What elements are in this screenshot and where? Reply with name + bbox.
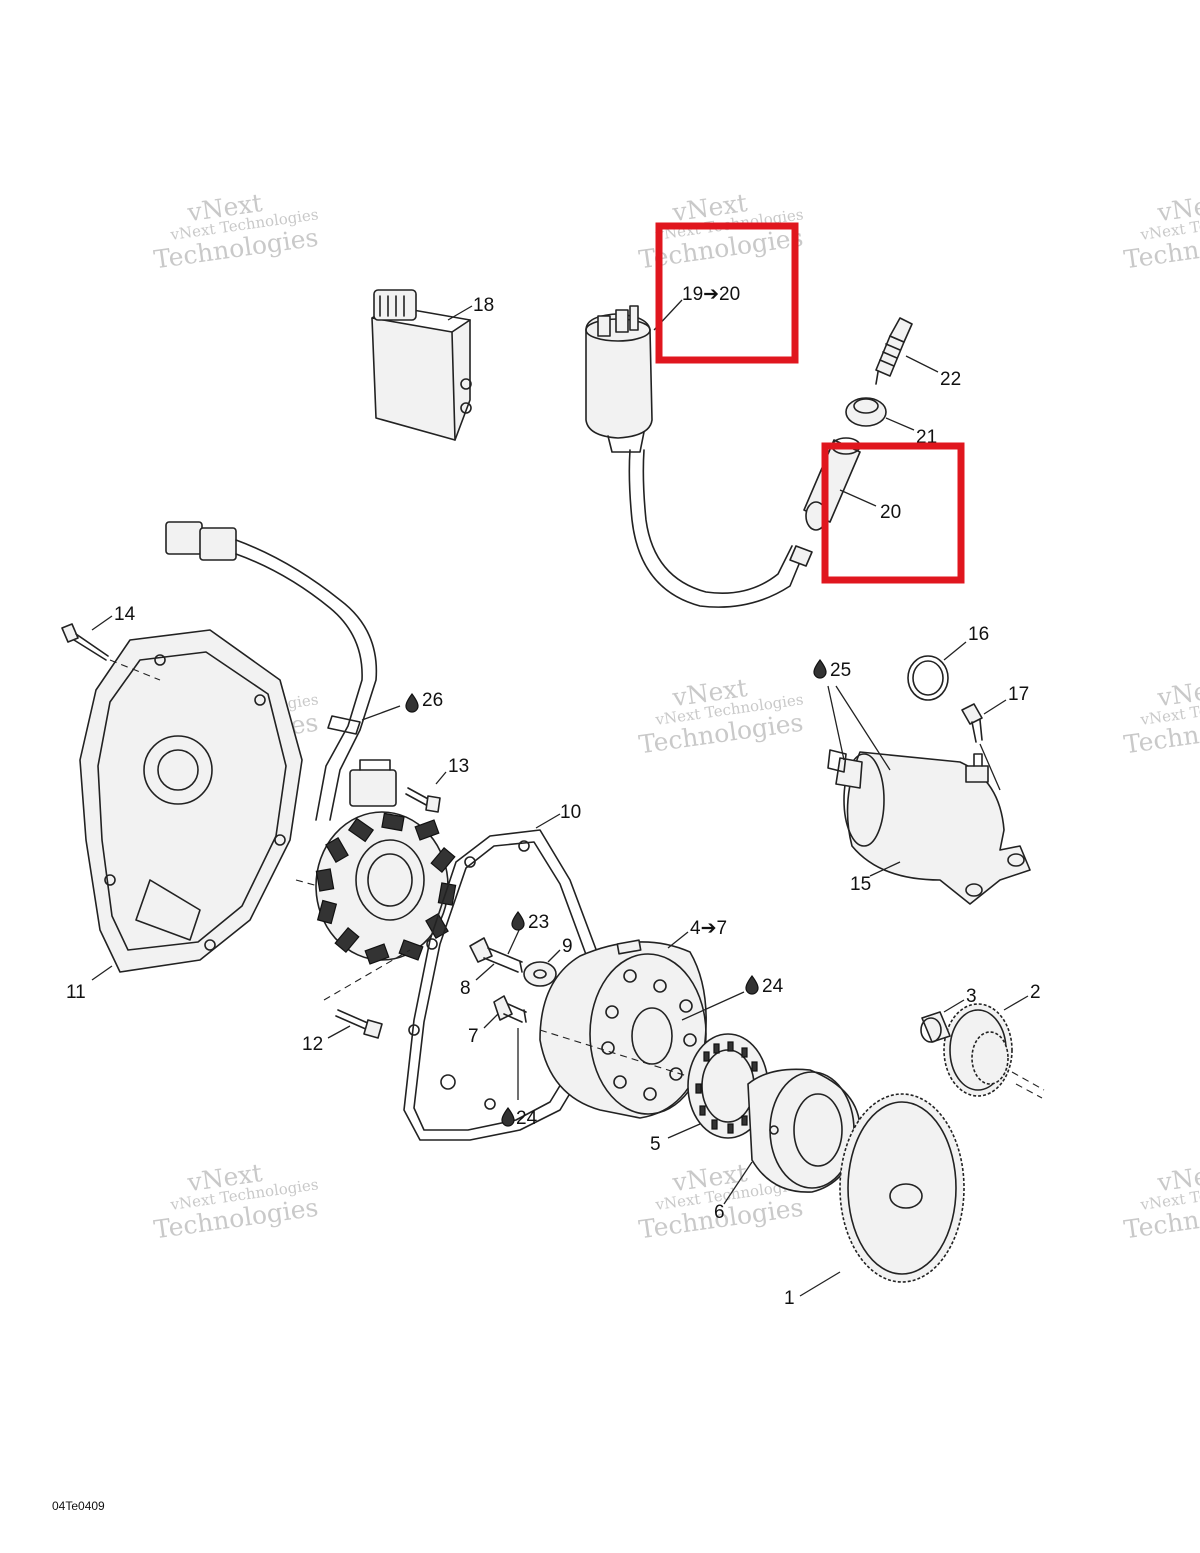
stator[interactable]: [315, 811, 457, 965]
callout-16[interactable]: 16: [968, 624, 989, 645]
part-19-ignition-coil[interactable]: [585, 305, 813, 608]
dash-line: [539, 1029, 701, 1081]
part-15-starter-motor[interactable]: [827, 749, 1031, 905]
leader-11: [91, 965, 113, 981]
part-22-spark-plug[interactable]: [875, 317, 913, 385]
dash-line: [109, 659, 161, 681]
oil-drop-icon: [745, 974, 759, 995]
dash-line: [323, 949, 411, 1001]
part-17-screw[interactable]: [961, 703, 983, 743]
callout-25[interactable]: 25: [830, 660, 851, 681]
leader-16: [943, 641, 967, 661]
leader-18: [447, 305, 473, 321]
part-8-bolt[interactable]: [469, 937, 523, 973]
leader-21: [885, 417, 915, 431]
leader-24-upper: [681, 991, 745, 1021]
part-1-ring-gear[interactable]: [839, 1093, 965, 1283]
leader-23: [507, 927, 521, 955]
leader-12: [327, 1025, 351, 1039]
callout-14[interactable]: 14: [114, 604, 136, 625]
leader-4-7: [667, 931, 689, 949]
callout-20[interactable]: 20: [880, 502, 901, 523]
callout-24-upper[interactable]: 24: [762, 976, 784, 997]
highlight-box-19-20: [655, 222, 799, 364]
watermark: vNext vNext Technologies Technologies: [152, 1158, 320, 1244]
watermark: vNext vNext Technologies Technologies: [1122, 1158, 1200, 1244]
callout-15[interactable]: 15: [850, 874, 871, 895]
watermark: vNext vNext Technologies Technologies: [1122, 673, 1200, 759]
oil-drop-icon: [813, 658, 827, 679]
oil-drop-icon: [405, 692, 419, 713]
callout-22[interactable]: 22: [940, 369, 961, 390]
shaft-dash: [1011, 1071, 1045, 1099]
callout-23[interactable]: 23: [528, 912, 549, 933]
part-9-washer[interactable]: [523, 961, 557, 987]
part-4-rotor[interactable]: [539, 939, 707, 1119]
callout-26[interactable]: 26: [422, 690, 443, 711]
part-10-gasket[interactable]: [403, 829, 601, 1141]
leader-2: [1003, 995, 1029, 1011]
part-20-spark-plug-cap[interactable]: [803, 437, 861, 531]
leader-6: [723, 1161, 753, 1205]
highlight-box-20: [821, 442, 965, 584]
leader-22: [905, 355, 939, 373]
callout-18[interactable]: 18: [473, 295, 494, 316]
leader-7: [483, 1013, 499, 1029]
callout-10[interactable]: 10: [560, 802, 581, 823]
callout-9[interactable]: 9: [562, 936, 573, 957]
callout-12[interactable]: 12: [302, 1034, 323, 1055]
part-16-o-ring[interactable]: [907, 655, 949, 701]
callout-24-lower[interactable]: 24: [516, 1108, 538, 1129]
watermark: vNext vNext Technologies Technologies: [152, 188, 320, 274]
callout-17[interactable]: 17: [1008, 684, 1029, 705]
leader-20: [839, 489, 877, 507]
leader-5: [667, 1123, 701, 1139]
callout-7[interactable]: 7: [468, 1026, 479, 1047]
leader-13: [435, 771, 447, 785]
oil-drop-icon: [501, 1106, 515, 1127]
callout-2[interactable]: 2: [1030, 982, 1041, 1003]
leader-15: [869, 861, 901, 877]
leader-17-tail: [979, 743, 1001, 791]
stator-wiring-harness[interactable]: [165, 521, 397, 821]
leader-14: [91, 615, 113, 631]
figure-code: 04Te0409: [52, 1499, 105, 1513]
callout-19-20[interactable]: 19➔20: [682, 284, 740, 305]
callout-11[interactable]: 11: [66, 982, 86, 1003]
part-12-screw[interactable]: [335, 1009, 383, 1039]
watermark: vNext vNext Technologies Technologies: [1122, 188, 1200, 274]
callout-4-7[interactable]: 4➔7: [690, 918, 727, 939]
callout-13[interactable]: 13: [448, 756, 469, 777]
leader-1: [799, 1271, 841, 1297]
leader-10: [535, 813, 561, 829]
oil-drop-icon: [511, 910, 525, 931]
part-2-double-gear[interactable]: [943, 1003, 1013, 1097]
leader-17: [983, 699, 1007, 715]
part-3-bushing[interactable]: [920, 1011, 951, 1043]
callout-5[interactable]: 5: [650, 1134, 661, 1155]
leader-3: [943, 999, 965, 1013]
callout-6[interactable]: 6: [714, 1202, 725, 1223]
leader-25: [827, 685, 891, 771]
callout-1[interactable]: 1: [784, 1288, 795, 1309]
part-5-sprag-clutch[interactable]: [687, 1033, 769, 1139]
callout-8[interactable]: 8: [460, 978, 471, 999]
dash-line: [295, 879, 319, 887]
part-18-ignition-module[interactable]: [371, 289, 472, 441]
leader-8: [475, 963, 495, 981]
part-7-stud[interactable]: [493, 995, 527, 1023]
part-13-screw[interactable]: [405, 787, 441, 813]
watermark: vNext vNext Technologies Technologies: [637, 673, 805, 759]
part-14-screw[interactable]: [61, 623, 109, 661]
leader-26: [361, 705, 401, 721]
callout-3[interactable]: 3: [966, 986, 977, 1007]
part-21-boot[interactable]: [845, 397, 887, 427]
leader-9: [547, 949, 561, 963]
part-11-stator-cover[interactable]: [79, 629, 303, 973]
